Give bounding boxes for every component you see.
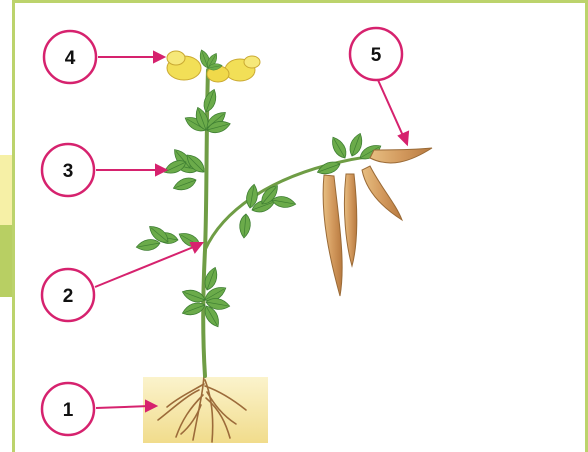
arrow-5 — [378, 80, 404, 138]
callout-5-label: 5 — [371, 45, 382, 66]
stem — [203, 70, 385, 376]
callout-2-label: 2 — [63, 286, 74, 307]
callout-4-label: 4 — [65, 48, 76, 69]
callout-3-label: 3 — [63, 161, 74, 182]
arrow-2 — [95, 246, 196, 287]
callout-arrows — [95, 52, 408, 411]
arrow-1 — [96, 406, 150, 408]
callout-1-label: 1 — [63, 400, 74, 421]
pods — [323, 148, 432, 296]
flowers — [167, 49, 260, 82]
